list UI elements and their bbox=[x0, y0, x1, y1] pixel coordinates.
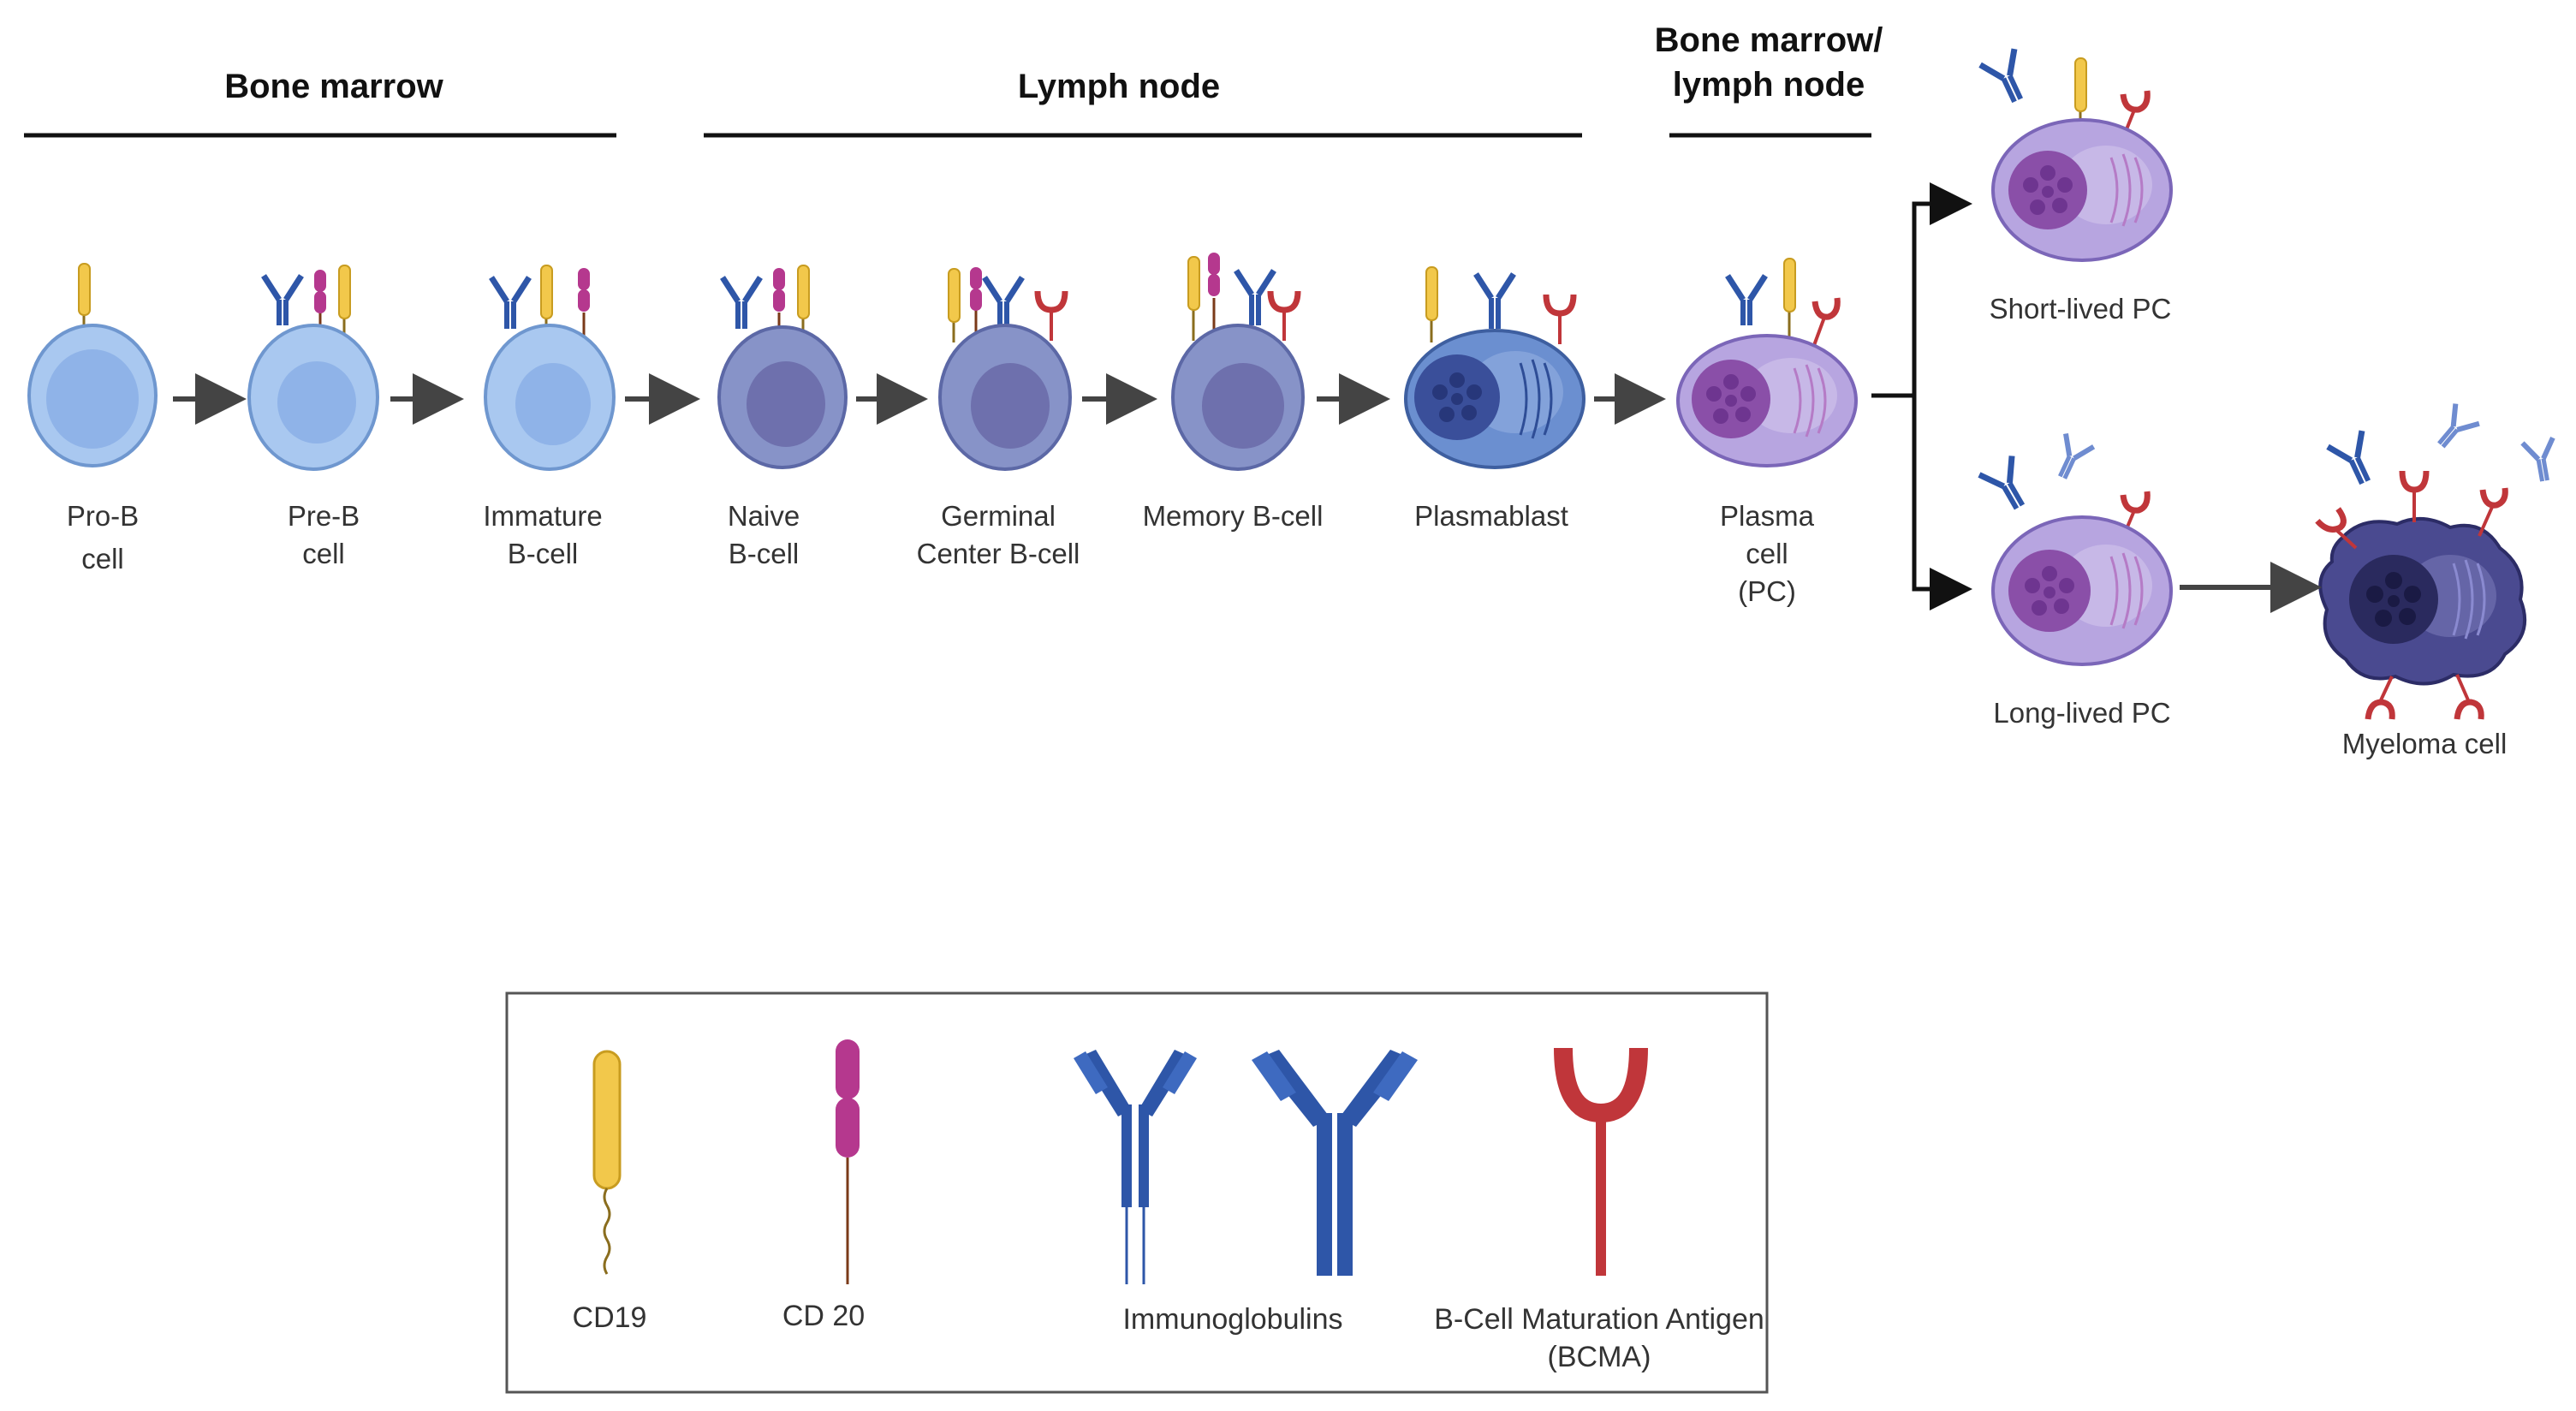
region-label-bone-marrow-lymph-node-line2: lymph node bbox=[1673, 66, 1865, 104]
long-lived-pc: Long-lived PC bbox=[1978, 432, 2173, 729]
branch-arrows bbox=[1871, 182, 1972, 610]
er-membranes bbox=[1519, 359, 1553, 439]
immunoglobulin-icon bbox=[1252, 1050, 1418, 1276]
legend-cd20: CD 20 bbox=[782, 1039, 865, 1332]
immunoglobulin-icon bbox=[261, 274, 304, 325]
cd20-receptor-icon bbox=[314, 270, 326, 347]
legend-bcma: B-Cell Maturation Antigen (BCMA) bbox=[1434, 1047, 1764, 1373]
legend-label-immunoglobulins: Immunoglobulins bbox=[1122, 1303, 1342, 1336]
germinal-center-b-cell-nucleus bbox=[971, 363, 1050, 449]
pro-b-cell-nucleus bbox=[46, 349, 139, 449]
region-label-lymph-node: Lymph node bbox=[1018, 68, 1220, 105]
cell-label-short-lived-pc: Short-lived PC bbox=[1990, 293, 2172, 324]
cell-label-plasmablast: Plasmablast bbox=[1414, 500, 1568, 532]
cell-label-naive-b-line1: Naive bbox=[728, 500, 800, 532]
legend-cd19: CD19 bbox=[573, 1050, 647, 1334]
region-label-bone-marrow-lymph-node-line1: Bone marrow/ bbox=[1655, 21, 1883, 59]
immunoglobulin-icon bbox=[2058, 432, 2096, 479]
cell-label-germinal-line2: Center B-cell bbox=[917, 538, 1080, 569]
immunoglobulin-icon bbox=[2326, 430, 2371, 485]
immunoglobulin-icon bbox=[1473, 272, 1516, 329]
immunoglobulin-icon bbox=[1978, 48, 2024, 104]
legend-label-cd19: CD19 bbox=[573, 1301, 647, 1334]
immunoglobulin-icon bbox=[1978, 455, 2026, 510]
differentiation-arrows bbox=[173, 373, 2322, 613]
cd19-receptor-icon bbox=[592, 1050, 622, 1275]
bcma-receptor-icon bbox=[2315, 507, 2358, 550]
myeloma-cell: Myeloma cell bbox=[2315, 403, 2555, 759]
cell-label-myeloma: Myeloma cell bbox=[2342, 728, 2508, 759]
pre-b-cell-nucleus bbox=[277, 361, 356, 444]
bcma-receptor-icon bbox=[2454, 674, 2484, 720]
plasma-cell: Plasma cell (PC) bbox=[1676, 258, 1858, 607]
cd19-receptor-icon bbox=[78, 263, 91, 329]
short-lived-pc: Short-lived PC bbox=[1978, 48, 2173, 324]
er-membranes bbox=[2109, 552, 2144, 629]
germinal-center-b-cell: Germinal Center B-cell bbox=[917, 267, 1080, 569]
cell-label-pro-b-line2: cell bbox=[81, 543, 124, 575]
immunoglobulin-icon bbox=[2520, 436, 2555, 482]
cell-label-plasma-line3: (PC) bbox=[1738, 575, 1796, 607]
cd20-receptor-icon bbox=[836, 1039, 860, 1284]
immunoglobulin-icon bbox=[1234, 269, 1276, 325]
immunoglobulin-icon bbox=[2437, 403, 2480, 449]
cell-label-pre-b-line1: Pre-B bbox=[288, 500, 360, 532]
legend-label-bcma-line1: B-Cell Maturation Antigen bbox=[1434, 1303, 1764, 1336]
immunoglobulin-icon bbox=[720, 276, 763, 329]
cell-label-immature-b-line2: B-cell bbox=[508, 538, 579, 569]
er-membranes bbox=[1793, 364, 1827, 438]
er-membranes bbox=[2452, 559, 2486, 640]
naive-b-cell-nucleus bbox=[747, 361, 825, 447]
cd20-receptor-icon bbox=[773, 268, 785, 347]
cd19-receptor-icon bbox=[948, 268, 961, 342]
bcma-receptor-icon bbox=[1812, 297, 1841, 348]
branch-arrow-long-lived-icon bbox=[1912, 396, 1972, 610]
bcma-receptor-icon bbox=[1267, 290, 1301, 341]
cell-label-pro-b-line1: Pro-B bbox=[67, 500, 139, 532]
memory-b-cell: Memory B-cell bbox=[1143, 253, 1324, 532]
pre-b-cell: Pre-B cell bbox=[247, 265, 379, 569]
bcma-receptor-icon bbox=[2478, 487, 2508, 537]
immunoglobulin-icon bbox=[489, 276, 532, 329]
legend-label-cd20: CD 20 bbox=[782, 1300, 865, 1332]
naive-b-cell: Naive B-cell bbox=[717, 265, 848, 569]
cell-label-immature-b-line1: Immature bbox=[483, 500, 602, 532]
legend-label-bcma-line2: (BCMA) bbox=[1548, 1341, 1651, 1373]
bcma-receptor-icon bbox=[2399, 470, 2430, 522]
cd19-receptor-icon bbox=[2074, 57, 2087, 142]
bcma-receptor-icon bbox=[2365, 676, 2395, 720]
cell-label-pre-b-line2: cell bbox=[302, 538, 345, 569]
cell-label-memory-b: Memory B-cell bbox=[1143, 500, 1324, 532]
immature-b-cell: Immature B-cell bbox=[483, 265, 616, 569]
memory-b-cell-nucleus bbox=[1202, 363, 1284, 449]
cd19-receptor-icon bbox=[1783, 258, 1796, 342]
cell-label-naive-b-line2: B-cell bbox=[729, 538, 800, 569]
cd19-receptor-icon bbox=[1425, 266, 1438, 342]
region-label-bone-marrow: Bone marrow bbox=[224, 68, 443, 105]
pro-b-cell: Pro-B cell bbox=[27, 263, 158, 575]
region-bone-marrow-lymph-node: Bone marrow/ lymph node bbox=[1655, 21, 1883, 138]
legend-immunoglobulins: Immunoglobulins bbox=[1074, 1050, 1418, 1336]
cell-label-plasma-line2: cell bbox=[1746, 538, 1788, 569]
legend: CD19 CD 20 bbox=[505, 991, 1769, 1394]
region-bone-marrow: Bone marrow bbox=[24, 68, 616, 138]
cd19-receptor-icon bbox=[1187, 256, 1200, 341]
immunoglobulin-icon bbox=[1074, 1050, 1197, 1284]
bcma-receptor-icon bbox=[1554, 1047, 1648, 1276]
cell-label-plasma-line1: Plasma bbox=[1720, 500, 1815, 532]
region-lymph-node: Lymph node bbox=[704, 68, 1582, 138]
bcma-receptor-icon bbox=[1543, 294, 1577, 344]
immunoglobulin-icon bbox=[982, 276, 1025, 329]
bcma-receptor-icon bbox=[1034, 290, 1068, 341]
er-membranes bbox=[2109, 153, 2144, 227]
plasmablast: Plasmablast bbox=[1404, 266, 1585, 532]
immunoglobulin-icon bbox=[1725, 274, 1768, 325]
branch-arrow-short-lived-icon bbox=[1871, 182, 1972, 398]
immature-b-cell-nucleus bbox=[515, 363, 591, 445]
cell-label-germinal-line1: Germinal bbox=[941, 500, 1056, 532]
cell-label-long-lived-pc: Long-lived PC bbox=[1993, 697, 2170, 729]
